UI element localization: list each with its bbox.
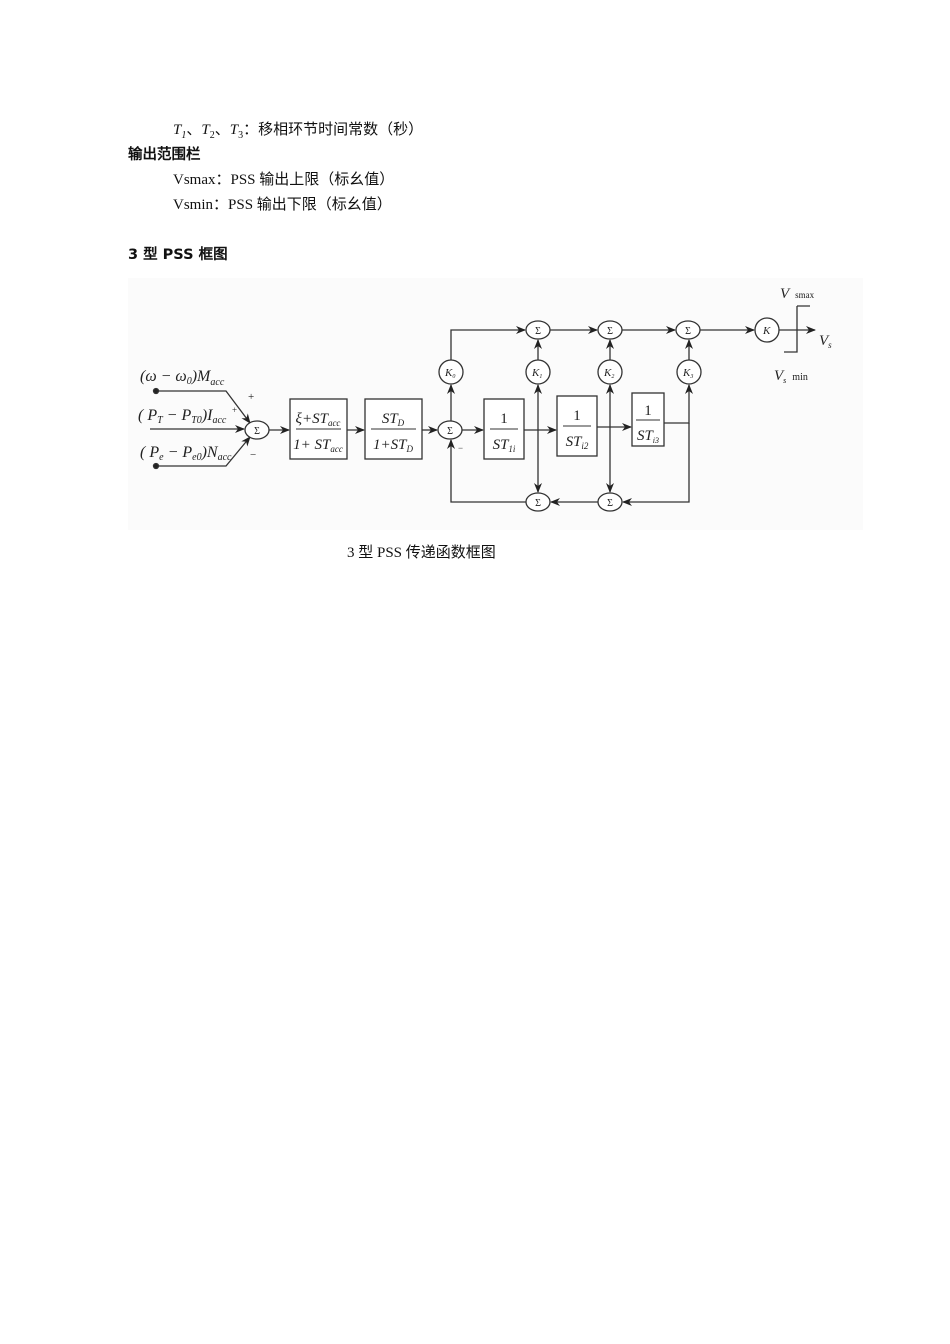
input-terminal bbox=[152, 387, 160, 395]
limiter-symbol bbox=[784, 305, 810, 353]
plus-sign: + bbox=[248, 391, 254, 403]
block2-denominator: 1+STD bbox=[373, 437, 413, 454]
input-label-mechanical-power: ( PT − PT0)Iacc bbox=[138, 407, 227, 426]
input-label-electrical-power: ( Pe − Pe0)Nacc bbox=[140, 444, 232, 463]
separator: 、 bbox=[186, 122, 202, 138]
sigma-label: Σ bbox=[254, 426, 260, 437]
sigma-label: Σ bbox=[535, 326, 541, 337]
gain-k0 bbox=[438, 359, 464, 385]
block5-numerator: 1 bbox=[644, 403, 652, 419]
t2-subscript: 2 bbox=[209, 130, 215, 141]
t1-symbol: T bbox=[173, 122, 182, 138]
gain-k2 bbox=[597, 359, 623, 385]
figure-caption: 3 型 PSS 传递函数框图 bbox=[347, 545, 496, 561]
sigma-label: Σ bbox=[447, 426, 453, 437]
k2-label: K2 bbox=[603, 367, 614, 380]
sum-junction-2 bbox=[437, 420, 463, 440]
time-constants-line: T1、T2、T3：移相环节时间常数（秒） bbox=[173, 118, 423, 141]
t3-symbol: T bbox=[229, 122, 239, 138]
sum-junction-bottom-1 bbox=[525, 492, 551, 512]
sigma-label: Σ bbox=[607, 326, 613, 337]
vsmin-line: Vsmin：PSS 输出下限（标幺值） bbox=[173, 197, 392, 213]
input-terminal bbox=[152, 462, 160, 470]
output-range-heading: 输出范围栏 bbox=[128, 147, 201, 163]
gain-k1 bbox=[525, 359, 551, 385]
pss-block-diagram: Σ Σ Σ Σ Σ Σ Σ K0 K1 K2 K3 K (ω − ω0)Macc… bbox=[128, 278, 863, 530]
block3-denominator: ST1i bbox=[493, 437, 516, 454]
t2-symbol: T bbox=[201, 122, 210, 138]
t1-subscript: 1 bbox=[181, 130, 187, 141]
block4-numerator: 1 bbox=[573, 408, 581, 424]
sum-junction-1 bbox=[244, 420, 270, 440]
k-label: K bbox=[762, 325, 771, 337]
input-label-speed: (ω − ω0)Macc bbox=[140, 368, 225, 388]
sum-junction-top-1 bbox=[525, 320, 551, 340]
gain-k bbox=[754, 317, 780, 343]
sigma-label: Σ bbox=[535, 498, 541, 509]
k3-label: K3 bbox=[682, 367, 693, 380]
pss-diagram-svg: Σ Σ Σ Σ Σ Σ Σ K0 K1 K2 K3 K (ω − ω0)Macc… bbox=[138, 286, 832, 512]
minus-sign: − bbox=[458, 443, 463, 453]
k0-label: K0 bbox=[444, 367, 455, 380]
sum-junction-top-2 bbox=[597, 320, 623, 340]
block3-numerator: 1 bbox=[500, 411, 508, 427]
minus-sign: − bbox=[250, 449, 256, 461]
block1-numerator: ξ+STacc bbox=[296, 411, 341, 428]
section-title: 3 型 PSS 框图 bbox=[128, 247, 228, 263]
gain-k3 bbox=[676, 359, 702, 385]
block4-denominator: STi2 bbox=[566, 434, 589, 451]
vsmax-line: Vsmax：PSS 输出上限（标幺值） bbox=[173, 172, 395, 188]
k1-label: K1 bbox=[531, 367, 542, 380]
vs-output-label: Vs bbox=[819, 333, 832, 350]
separator: 、 bbox=[214, 122, 230, 138]
plus-sign: + bbox=[232, 405, 237, 415]
t3-subscript: 3 bbox=[238, 130, 244, 141]
sigma-label: Σ bbox=[685, 326, 691, 337]
sigma-label: Σ bbox=[607, 498, 613, 509]
sum-junction-bottom-2 bbox=[597, 492, 623, 512]
sum-junction-top-3 bbox=[675, 320, 701, 340]
time-constants-description: ：移相环节时间常数（秒） bbox=[243, 122, 424, 138]
input-line-1 bbox=[156, 390, 251, 424]
input-line-3 bbox=[156, 436, 251, 467]
block1-denominator: 1+ STacc bbox=[293, 437, 343, 454]
block2-numerator: STD bbox=[382, 411, 405, 428]
block5-denominator: STi3 bbox=[637, 428, 659, 445]
